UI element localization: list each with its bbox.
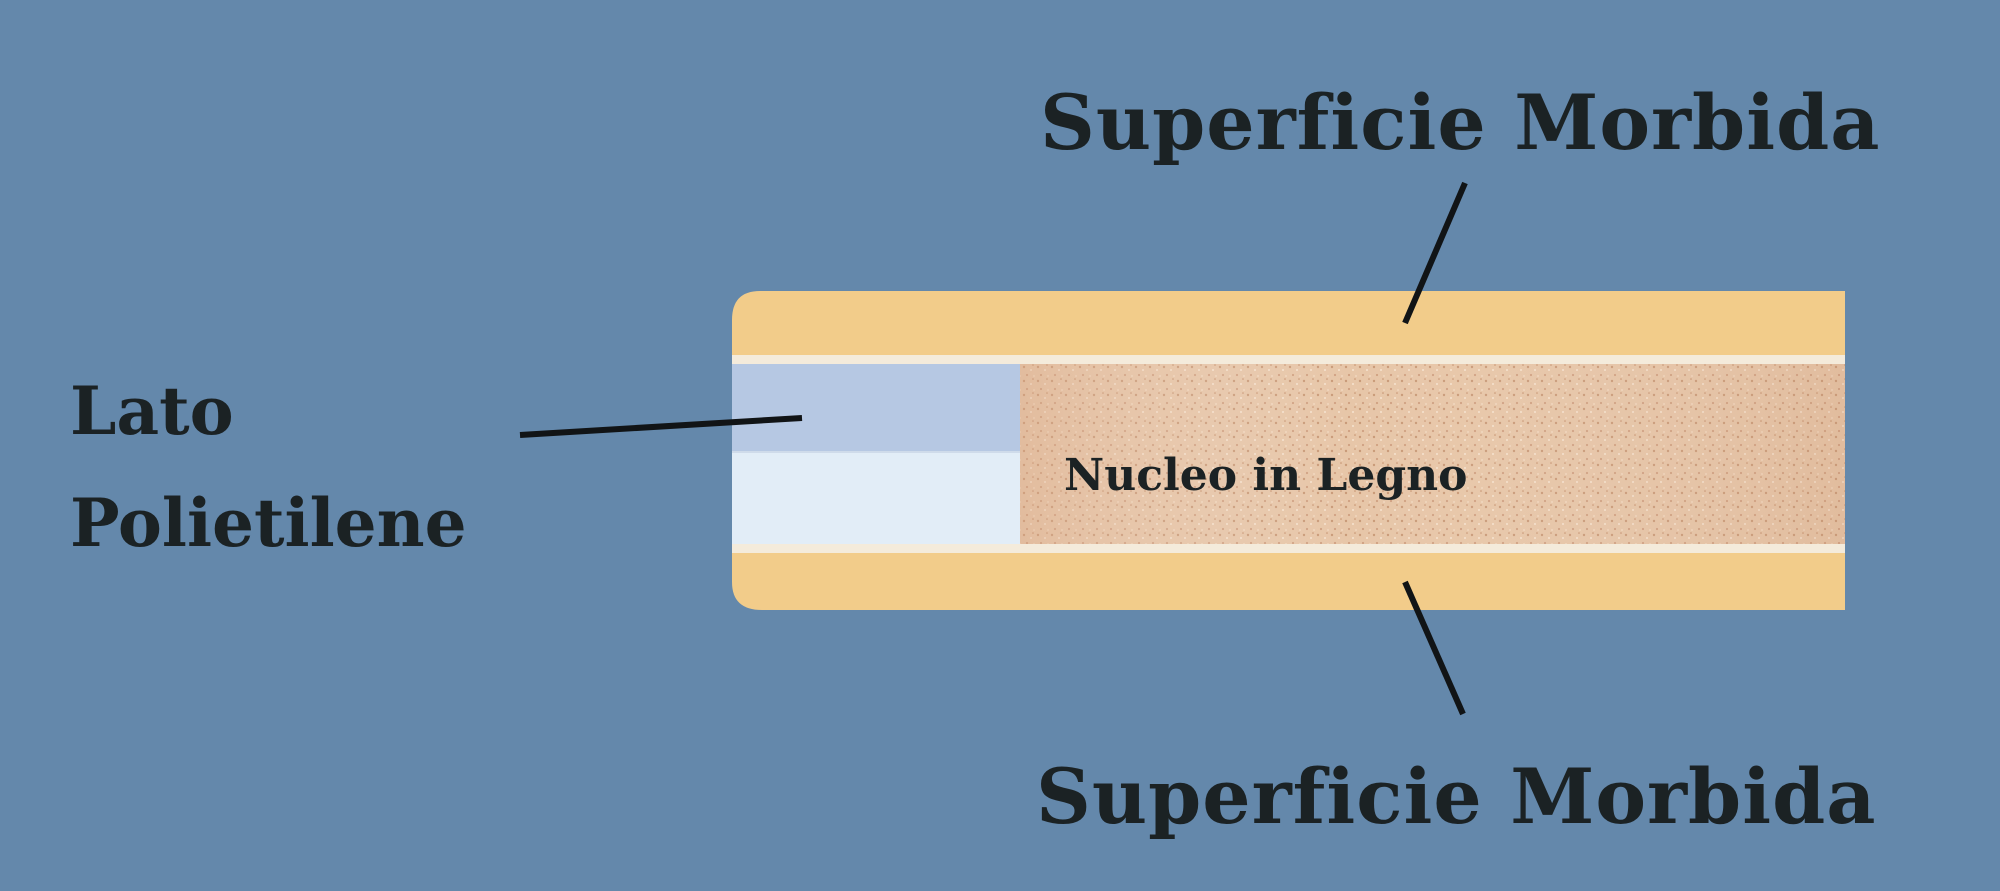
label-bottom-soft-surface: Superficie Morbida: [1036, 752, 1877, 841]
bottom-seam: [732, 544, 1845, 553]
label-polyethylene-line2: Polietilene: [70, 484, 467, 562]
top-skin-layer: [732, 291, 1845, 355]
leader-top: [1402, 181, 1468, 325]
leader-bottom: [1402, 580, 1466, 716]
label-polyethylene-line1: Lato: [70, 372, 234, 450]
polyethylene-upper: [732, 364, 1020, 452]
label-top-soft-surface: Superficie Morbida: [1040, 78, 1881, 167]
top-seam: [732, 355, 1845, 364]
label-wood-core: Nucleo in Legno: [1064, 450, 1468, 501]
bottom-skin-layer: [732, 551, 1845, 610]
polyethylene-lower: [732, 452, 1020, 544]
leader-left: [519, 415, 803, 438]
label-polyethylene-side: Lato Polietilene: [70, 355, 467, 579]
